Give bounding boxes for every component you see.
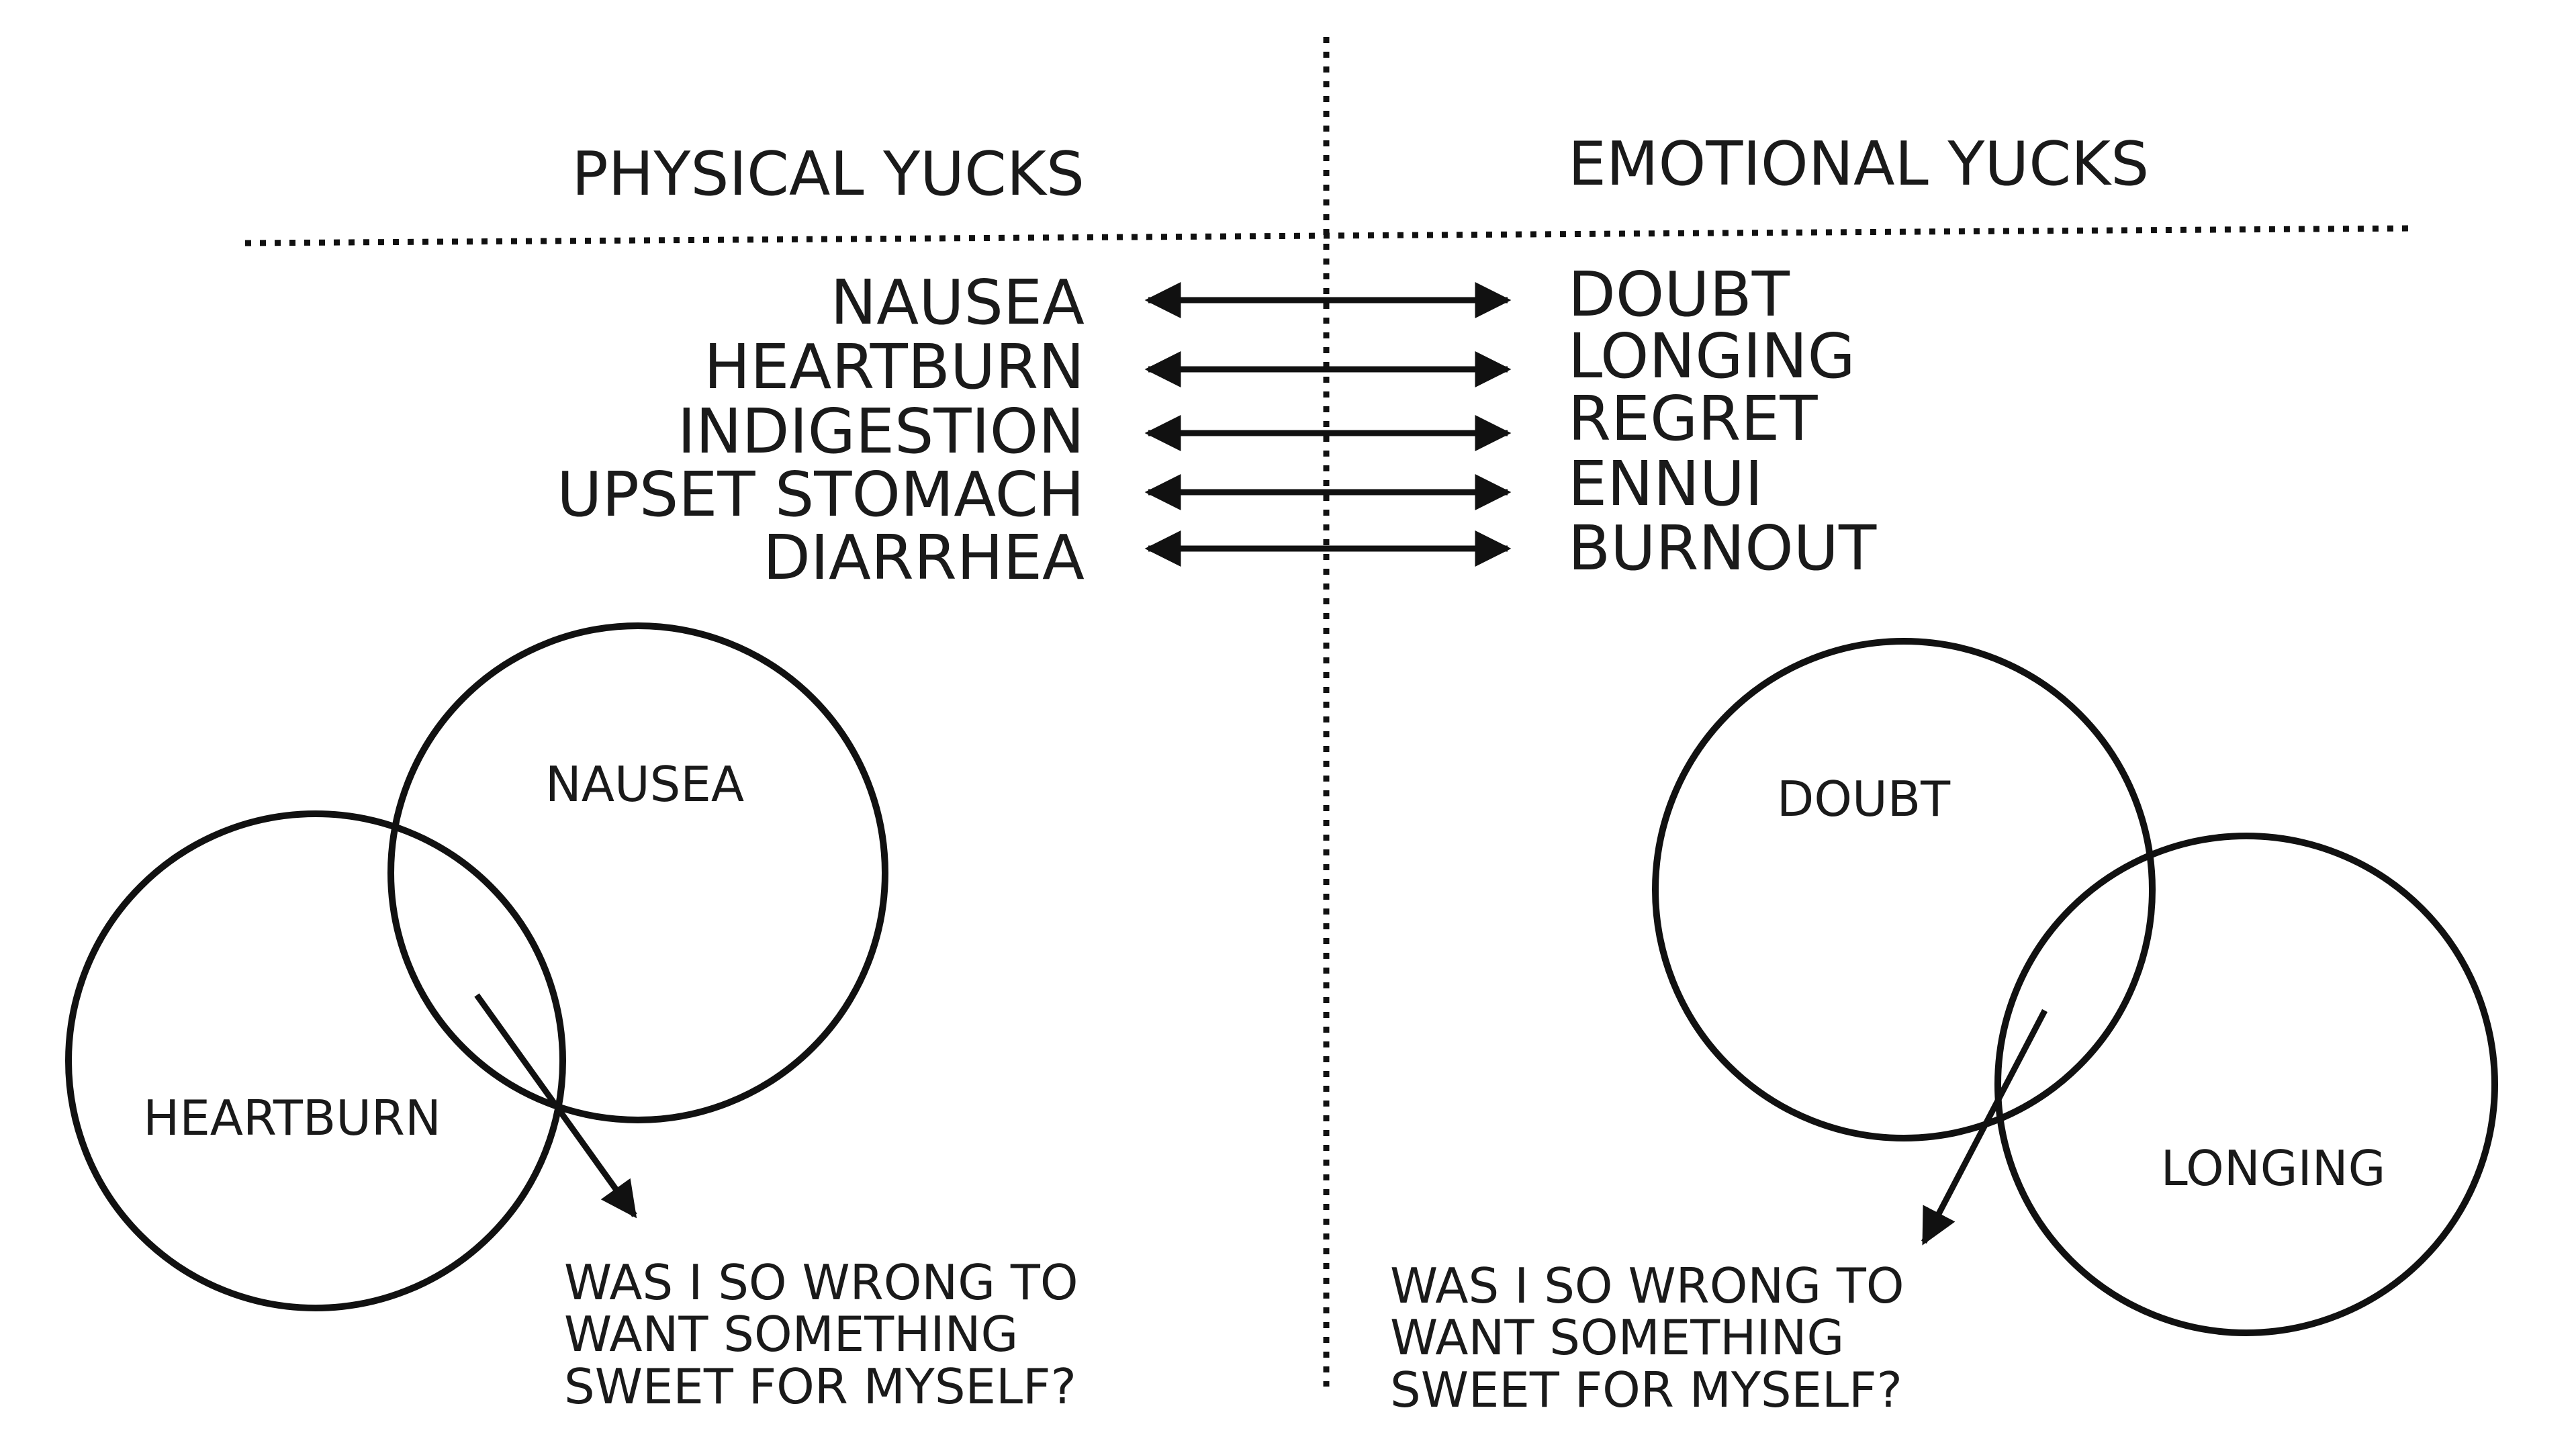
venn-physical: NAUSEA HEARTBURN WAS I SO WRONG TO WANT … [65, 622, 1078, 1415]
emotional-item: BURNOUT [1568, 512, 1877, 584]
horizontal-divider [244, 225, 2415, 246]
venn-label-nausea: NAUSEA [545, 756, 744, 812]
venn-label-doubt: DOUBT [1777, 771, 1951, 827]
venn-caption-line: WANT SOMETHING [564, 1306, 1018, 1362]
physical-item: DIARRHEA [763, 522, 1085, 594]
venn-caption-line: WAS I SO WRONG TO [1390, 1258, 1904, 1314]
venn-circle-nausea [387, 622, 888, 1123]
venn-circle-heartburn [65, 810, 566, 1311]
venn-caption-line: WAS I SO WRONG TO [564, 1254, 1078, 1311]
physical-item: NAUSEA [830, 267, 1085, 338]
overlap-arrow [1921, 1009, 2048, 1246]
emotional-item: LONGING [1568, 320, 1855, 392]
physical-item: HEARTBURN [704, 331, 1085, 403]
physical-item: INDIGESTION [678, 395, 1085, 467]
emotional-item: ENNUI [1568, 448, 1763, 520]
venn-label-heartburn: HEARTBURN [143, 1090, 441, 1146]
venn-circle-doubt [1652, 638, 2156, 1141]
venn-caption-line: WANT SOMETHING [1390, 1309, 1844, 1366]
heading-physical-yucks: PHYSICAL YUCKS [571, 139, 1085, 209]
physical-item: UPSET STOMACH [557, 459, 1085, 530]
heading-emotional-yucks: EMOTIONAL YUCKS [1568, 129, 2149, 199]
emotional-item: DOUBT [1568, 259, 1790, 330]
emotional-item: REGRET [1568, 383, 1818, 455]
venn-circle-longing [1994, 833, 2498, 1336]
pairs-list: NAUSEA HEARTBURN INDIGESTION UPSET STOMA… [557, 259, 1877, 594]
venn-label-longing: LONGING [2161, 1140, 2386, 1197]
venn-caption-line: SWEET FOR MYSELF? [564, 1358, 1076, 1415]
overlap-arrow [474, 993, 637, 1219]
venn-caption-line: SWEET FOR MYSELF? [1390, 1362, 1902, 1418]
venn-emotional: DOUBT LONGING WAS I SO WRONG TO WANT SOM… [1390, 638, 2498, 1418]
